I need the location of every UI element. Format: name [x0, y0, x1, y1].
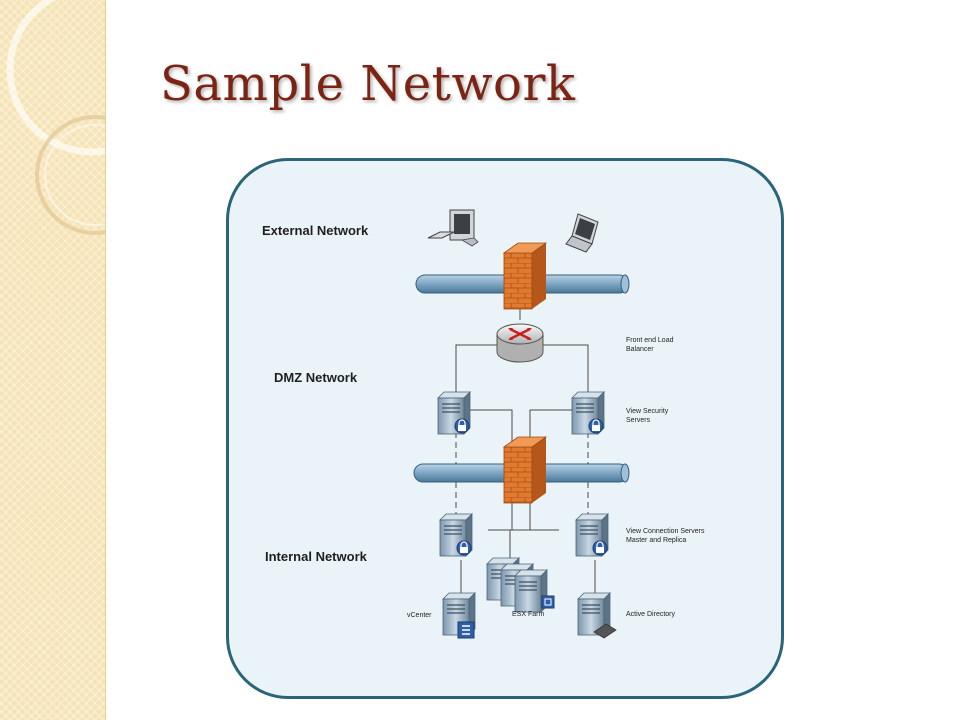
label-connection-servers: View Connection Servers: [626, 528, 705, 535]
zone-label-internal: Internal Network: [265, 549, 368, 564]
view-connection-server-icon: [439, 513, 473, 557]
view-security-server-icon: [571, 391, 605, 435]
label-connection-servers: Master and Replica: [626, 537, 686, 544]
label-load-balancer: Front end Load: [626, 337, 674, 344]
view-security-server-icon: [437, 391, 471, 435]
decorative-circles: [6, 0, 105, 235]
label-load-balancer: Balancer: [626, 346, 654, 353]
load-balancer-icon: [496, 323, 544, 363]
label-security-servers: View Security: [626, 408, 669, 415]
active-directory-server-icon: [577, 592, 617, 639]
network-diagram-panel: [226, 158, 784, 699]
label-esx-farm: ESX Farm: [512, 611, 544, 618]
esx-farm-icon: [486, 557, 555, 613]
view-connection-server-icon: [575, 513, 609, 557]
firewall-icon: [503, 242, 547, 310]
laptop-icon: [565, 213, 599, 253]
zone-label-external: External Network: [262, 223, 369, 238]
decorative-side-band: [0, 0, 106, 720]
vcenter-server-icon: [442, 592, 476, 639]
label-vcenter: vCenter: [407, 612, 432, 619]
zone-label-dmz: DMZ Network: [274, 370, 358, 385]
desktop-computer-icon: [427, 209, 479, 247]
firewall-icon: [503, 436, 547, 504]
label-active-directory: Active Directory: [626, 611, 676, 618]
page-title: Sample Network: [160, 56, 576, 112]
label-security-servers: Servers: [626, 417, 651, 424]
